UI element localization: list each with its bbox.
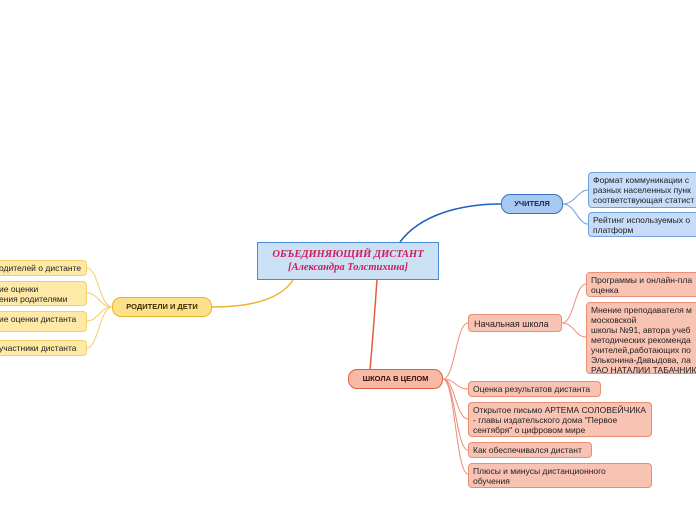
school-item-how-provided[interactable]: Как обеспечивался дистант <box>468 442 592 458</box>
leaf-line: РАО НАТАЛИИ ТАБАЧНИК <box>591 365 696 374</box>
primary-item-programs[interactable]: Программы и онлайн-пла оценка <box>586 272 696 297</box>
leaf-line: ения родителями <box>0 294 68 304</box>
branch-parents-and-children[interactable]: РОДИТЕЛИ И ДЕТИ <box>112 297 212 317</box>
leaf-line: разных населенных пунк <box>593 185 691 195</box>
leaf-line: Плюсы и минусы дистанционного <box>473 466 606 476</box>
parents-item-opinion[interactable]: одителей о дистанте <box>0 260 87 276</box>
leaf-line: платформ <box>593 225 634 235</box>
parents-item-distance-assessment[interactable]: ие оценки дистанта <box>0 311 87 332</box>
primary-item-teacher-opinion[interactable]: Мнение преподавателя м московской школы … <box>586 302 696 374</box>
parents-item-assessment[interactable]: ие оценки ения родителями <box>0 281 87 306</box>
leaf-line: обучения <box>473 476 510 486</box>
leaf-line: Формат коммуникации с <box>593 175 690 185</box>
link-school-primary <box>442 322 469 380</box>
leaf-line: Эльконина-Давыдова, ла <box>591 355 691 365</box>
leaf-line: Программы и онлайн-пла <box>591 275 693 285</box>
link-school-item-4 <box>442 378 469 475</box>
leaf-line: соответствующая статист <box>593 195 695 205</box>
link-teachers-item-1 <box>562 189 589 205</box>
central-author: [Александра Толстихина] <box>287 262 409 273</box>
leaf-line: Рейтинг используемых о <box>593 215 691 225</box>
school-item-results[interactable]: Оценка результатов дистанта <box>468 381 601 397</box>
teachers-item-platform-rating[interactable]: Рейтинг используемых о платформ <box>588 212 696 237</box>
leaf-line: одителей о дистанте <box>0 263 82 273</box>
link-parents-item-2 <box>86 292 113 308</box>
leaf-line: учителей,работающих по <box>591 345 691 355</box>
school-item-open-letter[interactable]: Открытое письмо АРТЕМА СОЛОВЕЙЧИКА - гла… <box>468 402 652 437</box>
leaf-line: сентября" о цифровом мире <box>473 425 586 435</box>
central-topic[interactable]: ОБЪЕДИНЯЮЩИЙ ДИСТАНТ [Александра Толстих… <box>257 242 439 280</box>
leaf-line: ие оценки дистанта <box>0 314 77 324</box>
link-school-item-3 <box>442 378 469 451</box>
leaf-line: оценка <box>591 285 619 295</box>
link-teachers-item-2 <box>562 203 589 225</box>
leaf-line: участники дистанта <box>0 343 77 353</box>
leaf-line: - главы издательского дома "Первое <box>473 415 618 425</box>
leaf-line: московской <box>591 315 637 325</box>
link-primary-item-2 <box>561 322 587 338</box>
leaf-line: школы №91, автора учеб <box>591 325 691 335</box>
parents-item-participants[interactable]: участники дистанта <box>0 340 87 356</box>
link-central-teachers <box>399 203 502 243</box>
leaf-line: Оценка результатов дистанта <box>473 384 591 394</box>
leaf-line: Открытое письмо АРТЕМА СОЛОВЕЙЧИКА <box>473 405 647 415</box>
link-central-school <box>369 279 378 370</box>
school-primary-school[interactable]: Начальная школа <box>468 314 562 332</box>
link-parents-item-4 <box>86 306 113 349</box>
link-primary-item-1 <box>561 283 587 324</box>
central-title: ОБЪЕДИНЯЮЩИЙ ДИСТАНТ <box>272 249 424 260</box>
link-parents-item-1 <box>86 267 113 308</box>
leaf-line: Мнение преподавателя м <box>591 305 692 315</box>
branch-school-overall[interactable]: ШКОЛА В ЦЕЛОМ <box>348 369 443 389</box>
link-central-parents <box>211 279 294 308</box>
leaf-line: ие оценки <box>0 284 39 294</box>
branch-teachers[interactable]: УЧИТЕЛЯ <box>501 194 563 214</box>
leaf-line: Как обеспечивался дистант <box>473 445 582 455</box>
teachers-item-communication-format[interactable]: Формат коммуникации с разных населенных … <box>588 172 696 208</box>
school-item-pros-cons[interactable]: Плюсы и минусы дистанционного обучения <box>468 463 652 488</box>
leaf-line: методических рекоменда <box>591 335 691 345</box>
